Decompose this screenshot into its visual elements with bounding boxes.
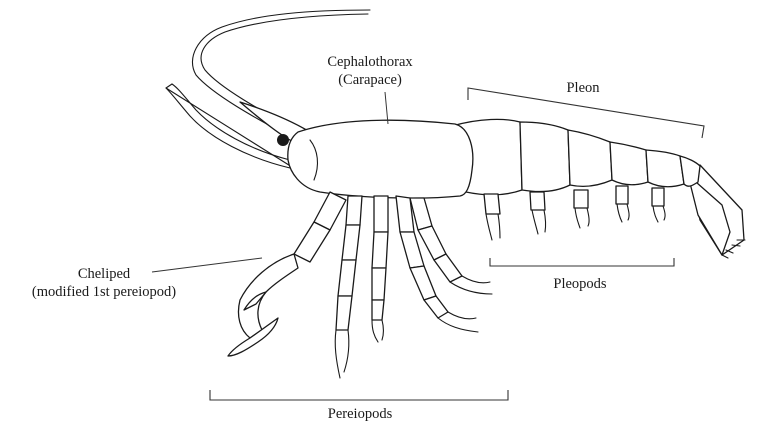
eye (277, 134, 289, 146)
pereiopods-bracket (210, 390, 508, 400)
pleopods-label: Pleopods (553, 276, 607, 292)
cheliped-drawing (228, 192, 346, 356)
cheliped-label: Cheliped (78, 266, 131, 282)
carapace (288, 120, 473, 198)
pleon-segments (452, 119, 700, 194)
cephalothorax-leader-line (385, 92, 388, 124)
pleopods-bracket (490, 258, 674, 266)
pereiopods-drawing (335, 196, 492, 378)
cheliped-leader-line (152, 258, 262, 272)
carapace-label: (Carapace) (338, 72, 402, 88)
pereiopods-label: Pereiopods (328, 406, 393, 422)
pleopods-drawing (484, 186, 665, 240)
cephalothorax-label: Cephalothorax (327, 54, 413, 70)
cheliped-sublabel: (modified 1st pereiopod) (32, 284, 176, 300)
pleon-label: Pleon (566, 80, 600, 96)
